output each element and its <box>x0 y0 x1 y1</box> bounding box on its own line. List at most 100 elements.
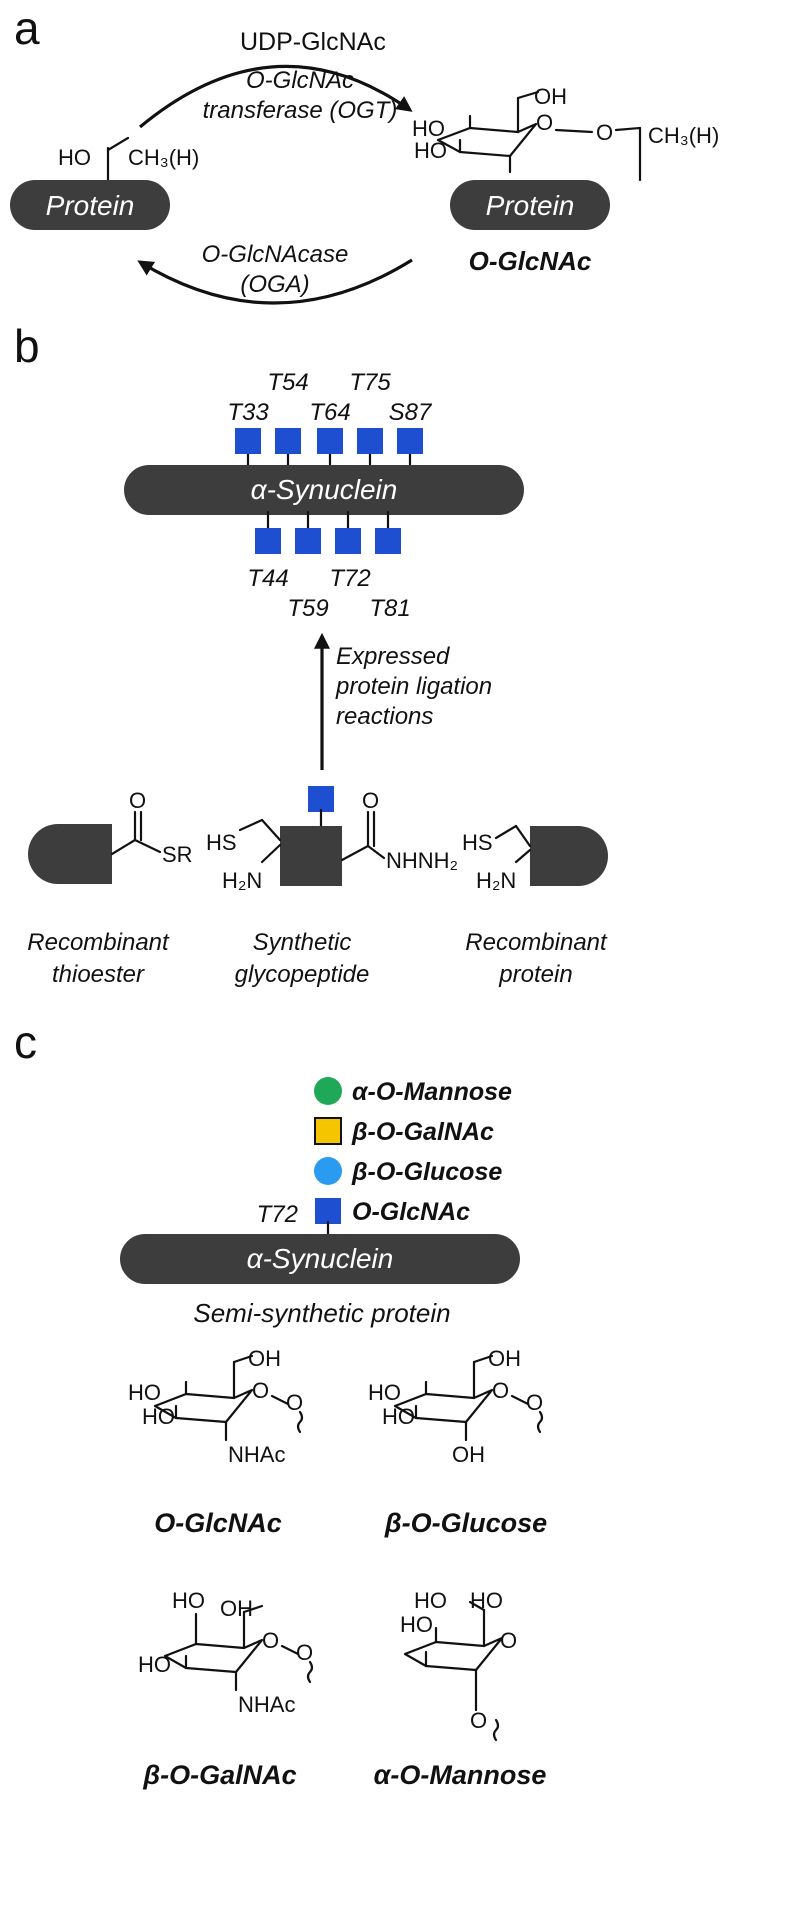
glcnac-square-t33 <box>235 428 261 454</box>
site-label-s87: S87 <box>389 399 433 426</box>
glcnac-square-t81 <box>375 528 401 554</box>
glucose-circle <box>314 1157 342 1185</box>
glcnac-nhac-label: NHAc <box>228 1442 285 1467</box>
legend-mannose-label: α-O-Mannose <box>352 1078 512 1106</box>
galnac-link-o-label: O <box>296 1640 313 1665</box>
oga-reaction-arrow <box>137 258 413 305</box>
mannose-ring-o-label: O <box>500 1628 517 1653</box>
recombinant-hs-label: HS <box>462 830 493 855</box>
bottom-glycan-row <box>255 510 401 554</box>
sugar-ho1-label: HO <box>412 116 445 141</box>
caption-synthetic-glycopeptide-1: Synthetic <box>253 929 352 956</box>
name-beta-o-galnac: β-O-GalNAc <box>142 1760 296 1790</box>
oga-label-line1: O-GlcNAcase <box>202 241 349 268</box>
caption-synthetic-glycopeptide-2: glycopeptide <box>235 961 370 988</box>
galnac-ho2-label: HO <box>138 1652 171 1677</box>
glcnac-square-t44 <box>255 528 281 554</box>
site-label-t44: T44 <box>247 565 288 592</box>
ogt-label-line1: O-GlcNAc <box>246 67 354 94</box>
galnac-oh-label: OH <box>220 1596 253 1621</box>
left-ch3-label: CH₃(H) <box>128 145 199 170</box>
sugar-ho2-label: HO <box>414 138 447 163</box>
glycopeptide-glcnac-square <box>308 786 334 812</box>
glcnac-square-t75 <box>357 428 383 454</box>
galnac-ring-o-label: O <box>262 1628 279 1653</box>
glcnac-ho1-label: HO <box>128 1380 161 1405</box>
ligation-label-line3: reactions <box>336 703 433 730</box>
mannose-ho1-label: HO <box>414 1588 447 1613</box>
reagent-udp-glcnac: UDP-GlcNAc <box>240 28 386 56</box>
glucose-oh-label: OH <box>488 1346 521 1371</box>
glcnac-ho2-label: HO <box>142 1404 175 1429</box>
left-ho-label: HO <box>58 145 91 170</box>
glcnac-square-c <box>315 1198 341 1224</box>
sugar-ring-o-label: O <box>536 110 553 135</box>
right-protein-pill <box>450 180 610 230</box>
recombinant-protein-fragment <box>530 826 608 886</box>
structure-o-glcnac <box>153 1354 304 1442</box>
site-label-t64: T64 <box>309 399 350 426</box>
ogt-label-line2: transferase (OGT) <box>203 97 398 124</box>
glucose-ring-o-label: O <box>492 1378 509 1403</box>
glycopeptide-o-label: O <box>362 788 379 813</box>
galnac-ho1-label: HO <box>172 1588 205 1613</box>
glcnac-square-t59 <box>295 528 321 554</box>
thioester-sr-label: SR <box>162 842 193 867</box>
top-glycan-row <box>235 428 423 472</box>
galnac-nhac-label: NHAc <box>238 1692 295 1717</box>
glcnac-square-s87 <box>397 428 423 454</box>
mannose-circle <box>314 1077 342 1105</box>
legend-glcnac-label: O-GlcNAc <box>352 1198 470 1226</box>
thioester-fragment <box>28 824 112 884</box>
legend-galnac-label: β-O-GalNAc <box>351 1118 494 1146</box>
name-alpha-o-mannose: α-O-Mannose <box>374 1760 547 1790</box>
caption-recombinant-thioester-1: Recombinant <box>27 929 170 956</box>
glycopeptide-bonds <box>238 810 386 864</box>
sugar-link-o-label: O <box>596 120 613 145</box>
panel-label-b: b <box>14 320 40 372</box>
left-protein-pill <box>10 180 170 230</box>
mannose-ho2-label: HO <box>400 1612 433 1637</box>
synuclein-label-c: α-Synuclein <box>247 1243 394 1274</box>
glycopeptide-hs-label: HS <box>206 830 237 855</box>
site-label-t75: T75 <box>349 369 391 396</box>
mannose-link-o-label: O <box>470 1708 487 1733</box>
site-label-t72: T72 <box>329 565 370 592</box>
site-label-t54: T54 <box>267 369 308 396</box>
ligation-label-line1: Expressed <box>336 643 450 670</box>
synuclein-pill-b <box>124 465 524 515</box>
structure-beta-o-glucose <box>393 1354 544 1442</box>
thioester-bonds <box>110 810 162 856</box>
left-protein-label: Protein <box>46 190 135 221</box>
ligation-label-line2: protein ligation <box>335 673 492 700</box>
site-label-c-t72: T72 <box>257 1201 298 1228</box>
name-o-glcnac: O-GlcNAc <box>154 1508 282 1538</box>
glycopeptide-hydrazide-label: NHNH₂ <box>386 848 458 873</box>
site-label-t81: T81 <box>369 595 410 622</box>
name-beta-o-glucose: β-O-Glucose <box>384 1508 547 1538</box>
recombinant-bonds <box>494 824 532 864</box>
glucose-oh2-label: OH <box>452 1442 485 1467</box>
glcnac-square-t72 <box>335 528 361 554</box>
recombinant-h2n-label: H₂N <box>476 868 516 893</box>
glycopeptide-block <box>280 826 342 886</box>
structure-beta-o-galnac <box>163 1604 314 1692</box>
structure-alpha-o-mannose <box>403 1600 504 1742</box>
caption-recombinant-protein-1: Recombinant <box>465 929 608 956</box>
semi-synthetic-caption: Semi-synthetic protein <box>193 1298 450 1328</box>
glcnac-chair-structure <box>436 90 642 182</box>
panel-label-c: c <box>14 1016 37 1068</box>
product-o-glcnac-label: O-GlcNAc <box>469 246 592 276</box>
synuclein-pill-c <box>120 1234 520 1284</box>
glucose-link-o-label: O <box>526 1390 543 1415</box>
mannose-ho-top-label: HO <box>470 1588 503 1613</box>
glycopeptide-h2n-label: H₂N <box>222 868 262 893</box>
site-label-t33: T33 <box>227 399 269 426</box>
glcnac-square-t64 <box>317 428 343 454</box>
thioester-o-label: O <box>129 788 146 813</box>
legend-glucose-label: β-O-Glucose <box>351 1158 502 1186</box>
sugar-oh-label: OH <box>534 84 567 109</box>
glucose-ho2-label: HO <box>382 1404 415 1429</box>
panel-label-a: a <box>14 2 40 54</box>
right-ch3-label: CH₃(H) <box>648 123 719 148</box>
